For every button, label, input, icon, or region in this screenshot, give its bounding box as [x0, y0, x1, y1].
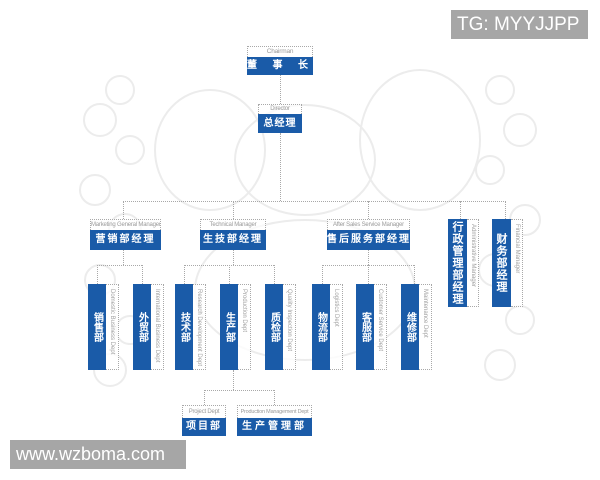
dept-production: 生产部 Production Dept — [220, 284, 251, 370]
dept-research-development: 技术部 Research Development Dept — [175, 284, 206, 370]
director-title: 总经理 — [258, 114, 302, 133]
connector — [97, 265, 98, 284]
connector — [460, 201, 461, 219]
dept-label-en: Research Development Dept — [196, 289, 202, 367]
dept-title: 客服部 — [356, 284, 374, 370]
connector — [233, 370, 234, 390]
watermark-top-right: TG: MYYJJPP — [451, 10, 588, 39]
dept-zh: 技术部 — [178, 312, 190, 342]
director-node: Director 总经理 — [258, 104, 302, 133]
dept-zh: 外贸部 — [136, 312, 148, 342]
dept-label-en: International Business Dept — [154, 289, 160, 363]
dept-zh: 客服部 — [359, 312, 371, 342]
marketing-manager-title: 营销部经理 — [90, 230, 161, 250]
dept-maintenance: 维修部 Maintenance Dept — [401, 284, 432, 370]
financial-manager-node: 财务部经理 Financial Manager — [492, 219, 523, 307]
dept-logistics: 物流部 Logistics Dept — [312, 284, 343, 370]
director-label-en: Director — [258, 104, 302, 114]
dept-label: Logistics Dept — [330, 284, 343, 370]
dept-label: Customer Service Dept — [374, 284, 387, 370]
dept-label: Research Development Dept — [193, 284, 206, 370]
connector — [142, 265, 143, 284]
dept-title: 物流部 — [312, 284, 330, 370]
connector — [280, 133, 281, 201]
connector — [123, 201, 124, 219]
dept-label: Production Dept — [238, 284, 251, 370]
technical-manager-node: Technical Manager 生技部经理 — [200, 219, 266, 250]
dept-international-business: 外贸部 International Business Dept — [133, 284, 164, 370]
connector — [233, 201, 234, 219]
dept-label: Domestic Business Dept — [106, 284, 119, 370]
dept-zh: 质检部 — [268, 312, 280, 342]
admin-manager-title: 行政管理部经理 — [448, 219, 467, 307]
dept-customer-service: 客服部 Customer Service Dept — [356, 284, 387, 370]
production-management-dept-title: 生产管理部 — [237, 418, 312, 436]
project-dept-node: Project Dept 项目部 — [182, 405, 226, 436]
connector — [368, 201, 369, 219]
admin-manager-node: 行政管理部经理 Administrative Manager — [448, 219, 479, 307]
dept-zh: 销售部 — [91, 312, 103, 342]
marketing-manager-label-en: Marketing General Manager — [90, 219, 161, 230]
connector — [123, 201, 506, 202]
dept-label-en: Production Dept — [241, 289, 247, 333]
dept-title: 维修部 — [401, 284, 419, 370]
connector — [233, 250, 234, 265]
connector — [274, 265, 275, 284]
dept-label-en: Domestic Business Dept — [109, 289, 115, 355]
financial-manager-label-en: Financial Manager — [513, 224, 520, 274]
dept-title: 销售部 — [88, 284, 106, 370]
dept-title: 生产部 — [220, 284, 238, 370]
connector — [204, 390, 274, 391]
chairman-node: Chairman 董 事 长 — [247, 46, 313, 75]
dept-label-en: Logistics Dept — [333, 289, 339, 327]
dept-zh: 生产部 — [223, 312, 235, 342]
dept-domestic-business: 销售部 Domestic Business Dept — [88, 284, 119, 370]
after-sales-manager-label-en: After Sales Service Manager — [327, 219, 410, 230]
after-sales-manager-node: After Sales Service Manager 售后服务部经理 — [327, 219, 410, 250]
technical-manager-label-en: Technical Manager — [200, 219, 266, 230]
admin-manager-label-en: Administrative Manager — [469, 224, 476, 288]
connector — [322, 265, 323, 284]
watermark-bottom-left: www.wzboma.com — [10, 440, 186, 469]
dept-zh: 维修部 — [404, 312, 416, 342]
connector — [414, 265, 415, 284]
production-management-dept-node: Production Management Dept 生产管理部 — [237, 405, 312, 436]
technical-manager-title: 生技部经理 — [200, 230, 266, 250]
dept-title: 质检部 — [265, 284, 283, 370]
dept-title: 技术部 — [175, 284, 193, 370]
dept-label: Maintenance Dept — [419, 284, 432, 370]
financial-manager-label: Financial Manager — [511, 219, 523, 307]
connector — [280, 75, 281, 104]
connector — [505, 201, 506, 219]
connector — [368, 265, 369, 284]
connector — [184, 265, 185, 284]
connector — [204, 390, 205, 405]
dept-label-en: Maintenance Dept — [422, 289, 428, 338]
connector — [97, 265, 142, 266]
connector — [123, 250, 124, 265]
dept-label: International Business Dept — [151, 284, 164, 370]
chairman-title: 董 事 长 — [247, 57, 313, 75]
financial-manager-zh: 财务部经理 — [495, 233, 508, 293]
production-management-dept-label-en: Production Management Dept — [237, 405, 312, 418]
chairman-label-en: Chairman — [247, 46, 313, 57]
dept-title: 外贸部 — [133, 284, 151, 370]
connector — [229, 265, 230, 284]
marketing-manager-node: Marketing General Manager 营销部经理 — [90, 219, 161, 250]
connector — [368, 250, 369, 265]
connector — [274, 390, 275, 405]
after-sales-manager-title: 售后服务部经理 — [327, 230, 410, 250]
financial-manager-title: 财务部经理 — [492, 219, 511, 307]
admin-manager-label: Administrative Manager — [467, 219, 479, 307]
project-dept-label-en: Project Dept — [182, 405, 226, 418]
dept-label: Quality Inspection Dept — [283, 284, 296, 370]
project-dept-title: 项目部 — [182, 418, 226, 436]
dept-label-en: Customer Service Dept — [377, 289, 383, 352]
admin-manager-zh: 行政管理部经理 — [451, 221, 464, 305]
dept-quality-inspection: 质检部 Quality Inspection Dept — [265, 284, 296, 370]
dept-zh: 物流部 — [315, 312, 327, 342]
dept-label-en: Quality Inspection Dept — [286, 289, 292, 352]
